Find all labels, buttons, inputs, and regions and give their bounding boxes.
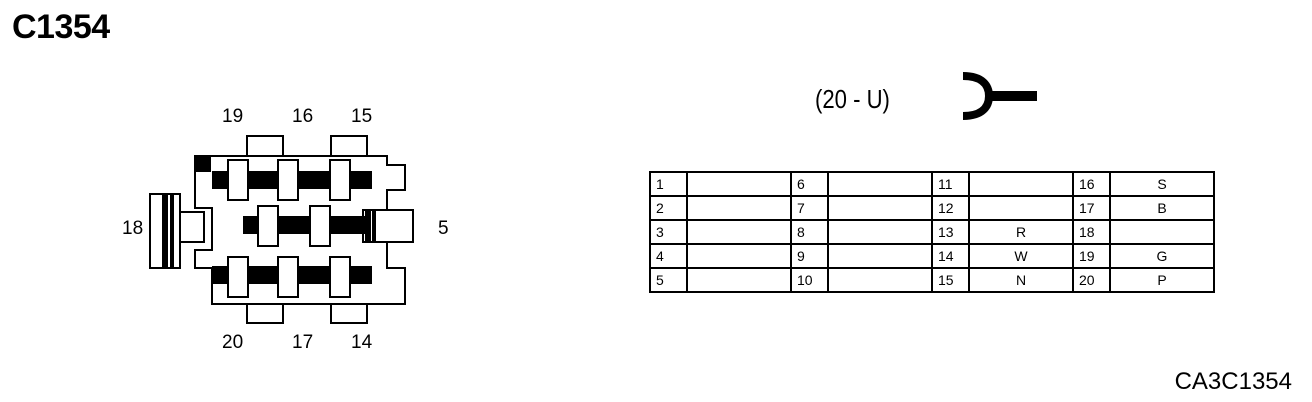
housing-label-top-16: 16 <box>292 106 314 127</box>
pin-number: 10 <box>790 267 829 293</box>
pin-number: 16 <box>1072 171 1111 197</box>
diagram-code: CA3C1354 <box>1174 368 1292 395</box>
table-row: 3 8 13 R 18 <box>649 219 1215 245</box>
wire-color <box>827 171 933 197</box>
pin-number: 18 <box>1072 219 1111 245</box>
wire-color: P <box>1109 267 1215 293</box>
wire-color <box>827 219 933 245</box>
table-row: 1 6 11 16 S <box>649 171 1215 197</box>
housing-label-bottom-17: 17 <box>292 332 314 353</box>
pin-number: 8 <box>790 219 829 245</box>
pin-number: 5 <box>649 267 688 293</box>
wire-color <box>686 243 792 269</box>
pin-number: 1 <box>649 171 688 197</box>
wire-color: B <box>1109 195 1215 221</box>
connector-title: C1354 <box>12 8 110 46</box>
wire-color <box>827 195 933 221</box>
wire-color: S <box>1109 171 1215 197</box>
housing-label-top-19: 19 <box>222 106 244 127</box>
wire-color <box>686 219 792 245</box>
wire-color <box>827 243 933 269</box>
wire-color <box>827 267 933 293</box>
wire-color <box>968 195 1074 221</box>
pin-number: 6 <box>790 171 829 197</box>
connector-housing-diagram <box>149 135 414 324</box>
pin-number: 20 <box>1072 267 1111 293</box>
wire-color <box>686 171 792 197</box>
connector-gender-icon <box>962 72 1037 120</box>
pin-number: 15 <box>931 267 970 293</box>
housing-label-left-18: 18 <box>122 218 144 239</box>
wire-color: R <box>968 219 1074 245</box>
housing-label-top-15: 15 <box>351 106 373 127</box>
wire-color: N <box>968 267 1074 293</box>
table-row: 4 9 14 W 19 G <box>649 243 1215 269</box>
connector-type-label: (20 - U) <box>815 84 890 114</box>
pin-number: 9 <box>790 243 829 269</box>
pin-number: 3 <box>649 219 688 245</box>
wire-color: W <box>968 243 1074 269</box>
housing-label-right-5: 5 <box>438 218 449 239</box>
pin-number: 17 <box>1072 195 1111 221</box>
housing-label-bottom-20: 20 <box>222 332 244 353</box>
pin-number: 7 <box>790 195 829 221</box>
pin-number: 4 <box>649 243 688 269</box>
wire-color <box>968 171 1074 197</box>
pin-number: 11 <box>931 171 970 197</box>
wire-color <box>686 267 792 293</box>
pin-number: 12 <box>931 195 970 221</box>
housing-label-bottom-14: 14 <box>351 332 373 353</box>
pin-color-table: 1 6 11 16 S 2 7 12 17 B 3 8 13 R 18 4 9 … <box>649 171 1215 293</box>
pin-number: 2 <box>649 195 688 221</box>
wire-color: G <box>1109 243 1215 269</box>
pin-number: 14 <box>931 243 970 269</box>
pin-number: 19 <box>1072 243 1111 269</box>
table-row: 5 10 15 N 20 P <box>649 267 1215 293</box>
table-row: 2 7 12 17 B <box>649 195 1215 221</box>
wire-color <box>1109 219 1215 245</box>
pin-number: 13 <box>931 219 970 245</box>
wire-color <box>686 195 792 221</box>
